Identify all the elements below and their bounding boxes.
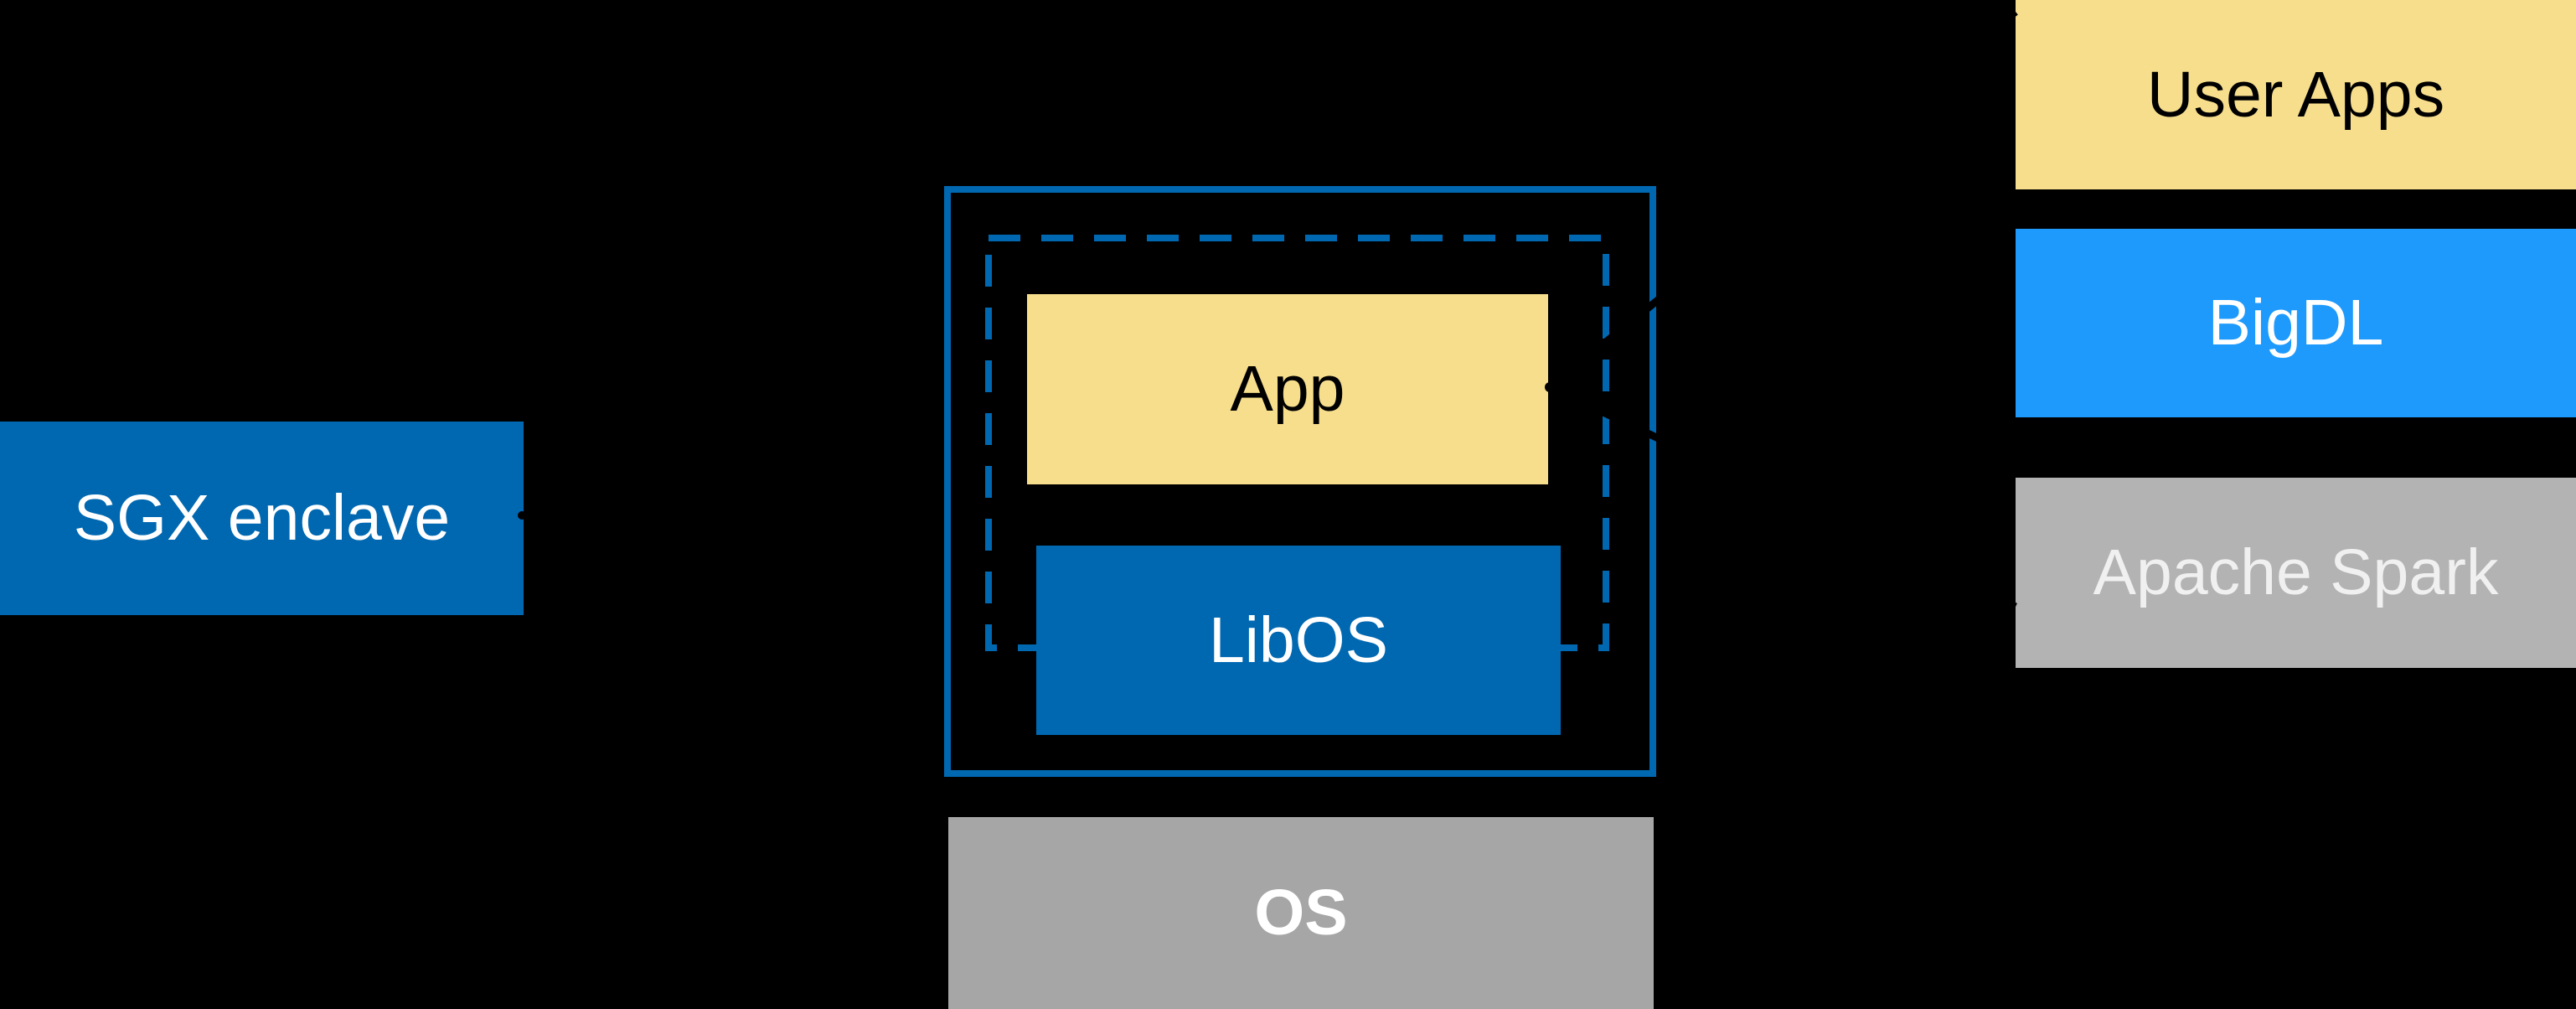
user-apps-label: User Apps	[2146, 58, 2445, 131]
stack-bigdl-box: BigDL	[2016, 229, 2576, 417]
libos-box: LibOS	[1036, 546, 1561, 735]
bigdl-label: BigDL	[2207, 287, 2384, 359]
libos-label: LibOS	[1208, 603, 1388, 676]
apache-spark-label: Apache Spark	[2093, 536, 2499, 608]
app-box: App	[1027, 294, 1548, 484]
sgx-enclave-label-box: SGX enclave	[0, 422, 524, 615]
os-box: OS	[948, 817, 1654, 1009]
stack-user-apps-box: User Apps	[2016, 0, 2576, 189]
app-label: App	[1230, 353, 1345, 425]
os-label: OS	[1254, 877, 1348, 949]
sgx-enclave-label: SGX enclave	[73, 482, 451, 554]
stack-apache-spark-box: Apache Spark	[2016, 478, 2576, 668]
